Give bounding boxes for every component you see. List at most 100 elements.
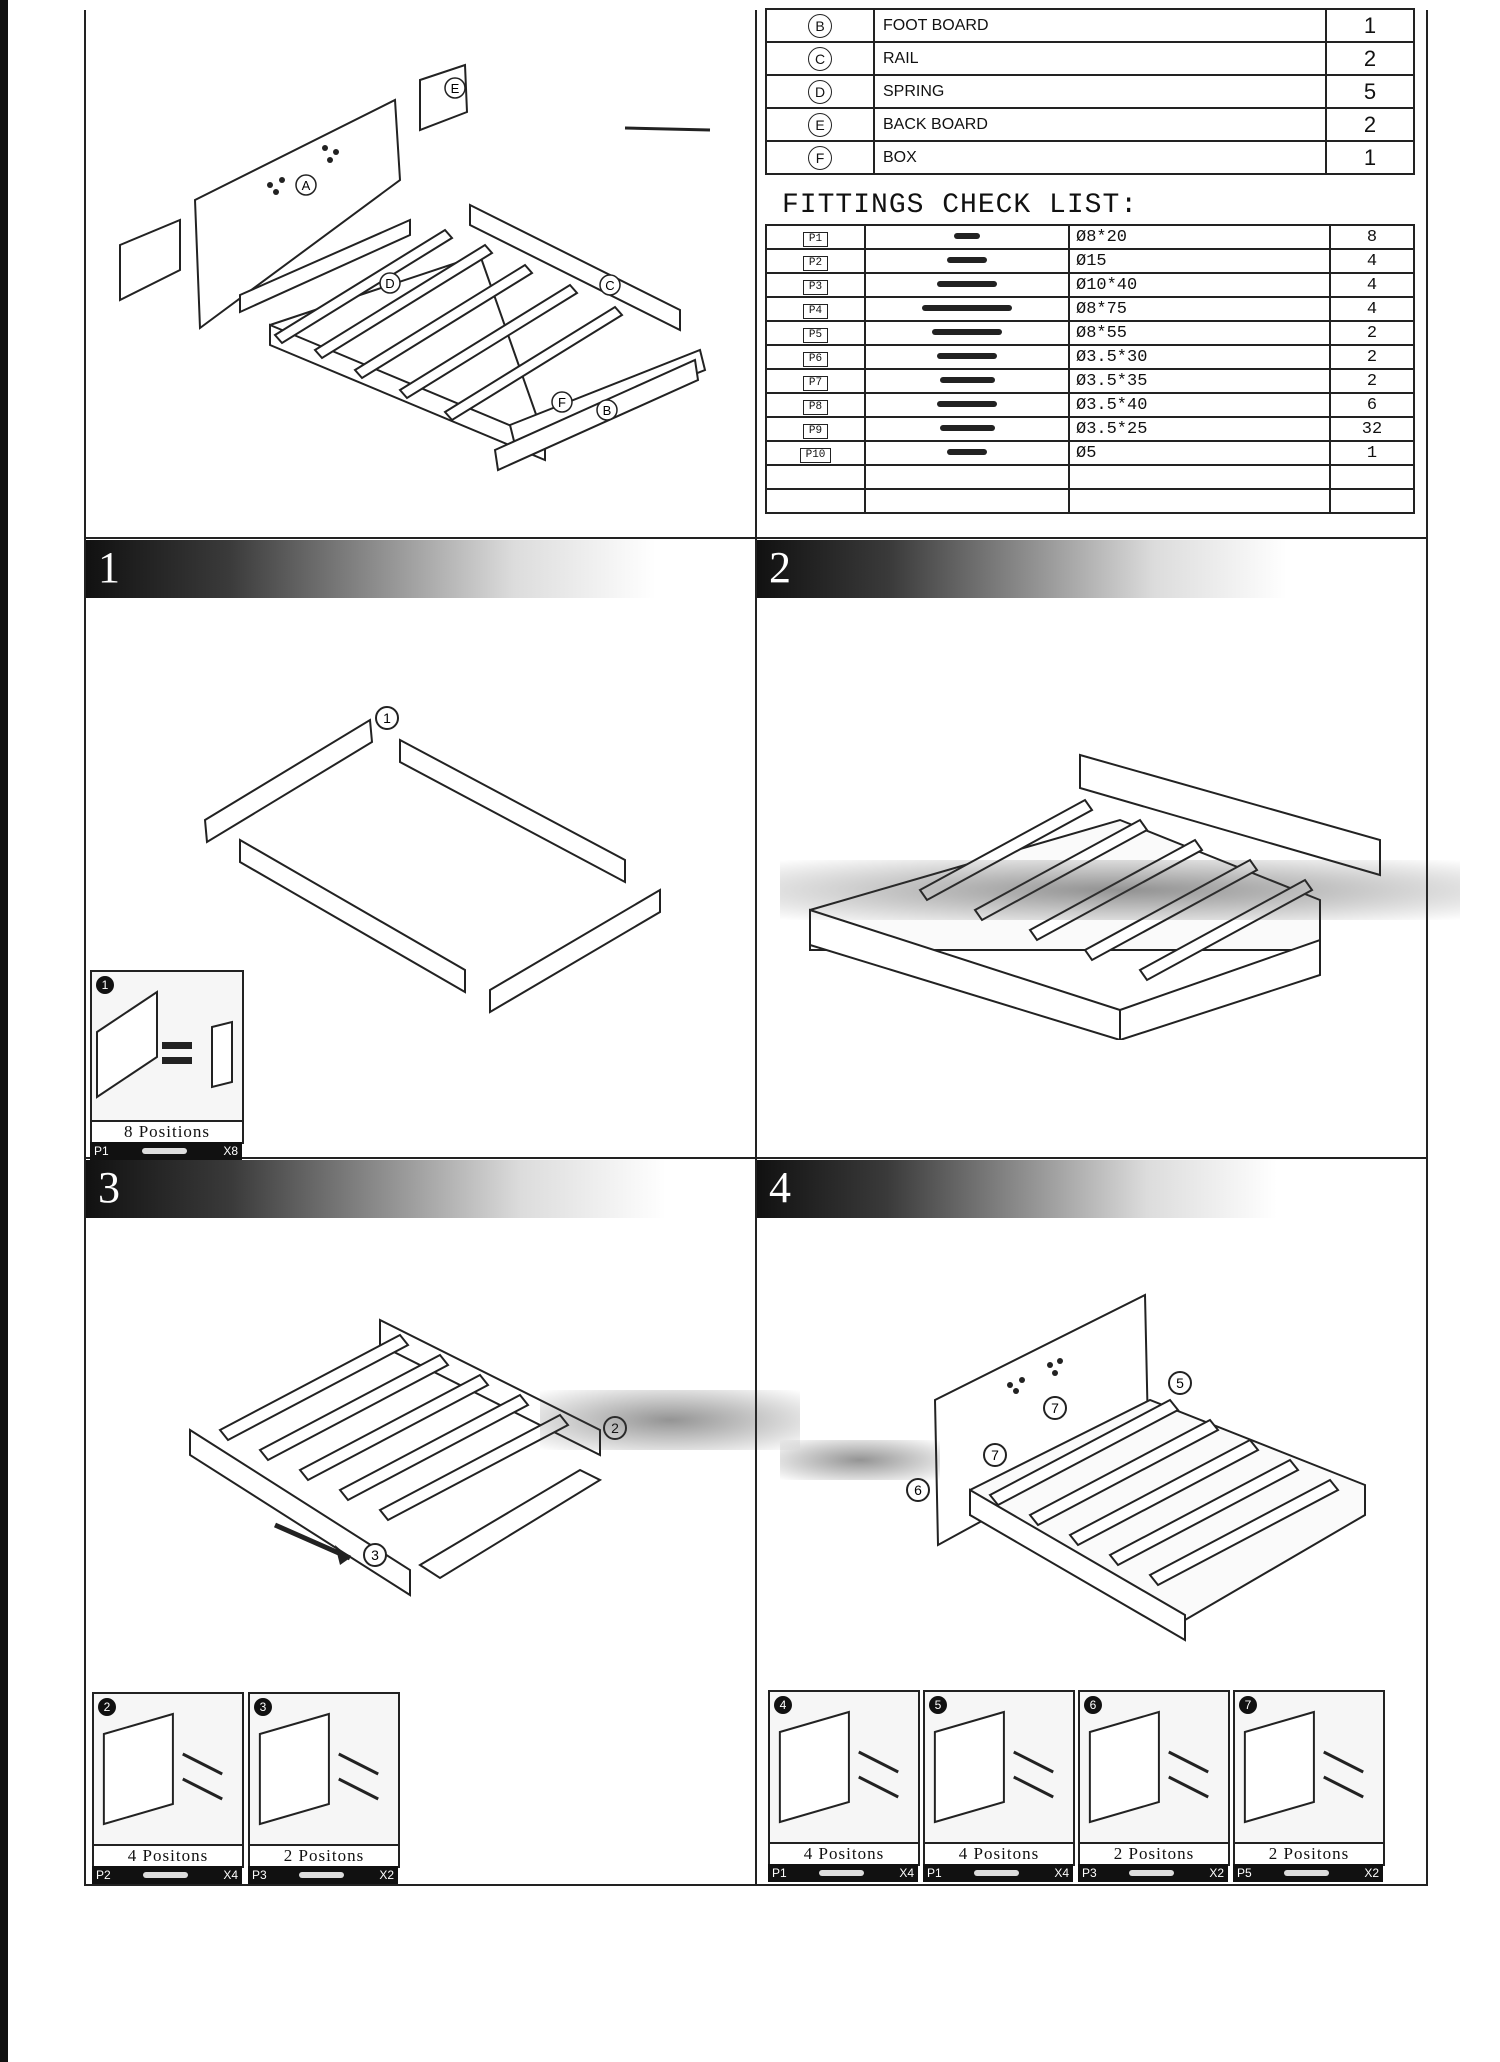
fitting-size: Ø3.5*40 [1068,392,1331,418]
fitting-qty: 1 [1329,440,1415,466]
fitting-qty: 2 [1329,368,1415,394]
part-letter: C [808,46,832,71]
detail-badge: 3 [254,1698,272,1716]
screw-icon [937,281,997,288]
fitting-strip: P3 X2 [1078,1864,1228,1882]
fitting-row: P7 Ø3.5*35 2 [765,368,1415,394]
part-name: BACK BOARD [873,107,1327,142]
step-number: 3 [98,1163,120,1212]
fitting-code: P8 [802,399,829,415]
label-A: A [302,178,311,193]
screw-icon [954,233,980,240]
fitting-size: Ø3.5*25 [1068,416,1331,442]
fitting-code: P3 [1082,1866,1097,1880]
part-qty: 1 [1325,8,1415,43]
screw-icon [922,305,1012,312]
screw-icon [939,425,995,432]
part-letter: D [808,79,832,104]
fitting-qty: 32 [1329,416,1415,442]
detail-badge: 5 [929,1696,947,1714]
part-name: SPRING [873,74,1327,109]
fitting-row: P4 Ø8*75 4 [765,296,1415,322]
detail-drawing [96,990,233,1099]
detail-drawing [258,1712,379,1826]
screw-icon [947,449,987,456]
fitting-code: P5 [1237,1866,1252,1880]
fitting-qty: 4 [1329,296,1415,322]
label-B: B [603,403,612,418]
callout-1: 1 [383,710,391,726]
bolt-icon [141,1148,188,1154]
fitting-code: P1 [772,1866,787,1880]
step-band-3: 3 [86,1160,666,1218]
fitting-code: P3 [802,279,829,295]
detail-label: 4 Positons [770,1842,918,1864]
scan-edge [0,0,8,2062]
label-D: D [385,276,394,291]
fitting-size: Ø3.5*30 [1068,344,1331,370]
scan-smudge [780,1440,940,1480]
fitting-row: P9 Ø3.5*25 32 [765,416,1415,442]
detail-badge: 2 [98,1698,116,1716]
fitting-count: X2 [1364,1866,1379,1880]
step-4-drawing: 5 7 7 6 [906,1293,1366,1642]
fitting-code: P10 [799,447,832,463]
step-band-1: 1 [86,540,656,598]
fitting-size: Ø10*40 [1068,272,1331,298]
exploded-view-drawing: A B C D E F [119,63,711,472]
callout-6: 6 [914,1482,922,1498]
fitting-count: X4 [1054,1866,1069,1880]
detail-box: 4 4 Positons [768,1690,920,1866]
bolt-icon [819,1870,864,1876]
fitting-size: Ø8*55 [1068,320,1331,346]
callout-7: 7 [991,1447,999,1463]
fitting-qty: 4 [1329,272,1415,298]
callout-5: 5 [1176,1375,1184,1391]
fitting-strip: P2 X4 [92,1866,242,1884]
fitting-size: Ø8*75 [1068,296,1331,322]
callout-3: 3 [371,1547,379,1563]
part-letter: B [808,13,832,38]
detail-box: 2 4 Positons [92,1692,244,1868]
fitting-code: P4 [802,303,829,319]
label-F: F [558,395,566,410]
parts-row: B FOOT BOARD 1 [765,8,1415,43]
part-qty: 2 [1325,41,1415,76]
fitting-code: P9 [802,423,829,439]
fitting-count: X4 [899,1866,914,1880]
step-number: 2 [769,543,791,592]
step-1-drawing: 1 [203,706,661,1014]
parts-row: D SPRING 5 [765,74,1415,109]
part-letter: E [808,112,832,137]
fitting-size: Ø5 [1068,440,1331,466]
fitting-row: P5 Ø8*55 2 [765,320,1415,346]
bolt-icon [1284,1870,1329,1876]
detail-label: 2 Positons [1080,1842,1228,1864]
fitting-code: P2 [802,255,829,271]
bolt-icon [299,1872,344,1878]
fitting-qty: 6 [1329,392,1415,418]
detail-label: 2 Positons [1235,1842,1383,1864]
fitting-row: P6 Ø3.5*30 2 [765,344,1415,370]
detail-label: 2 Positons [250,1844,398,1866]
fitting-code: P2 [96,1868,111,1882]
fitting-code: P7 [802,375,829,391]
scan-smudge [780,860,1460,920]
fitting-count: X2 [1209,1866,1224,1880]
part-qty: 1 [1325,140,1415,175]
fitting-count: X4 [223,1868,238,1882]
fitting-strip: P1 X4 [768,1864,918,1882]
detail-badge: 6 [1084,1696,1102,1714]
detail-label: 4 Positons [94,1844,242,1866]
part-letter: F [808,145,832,170]
fitting-code: P1 [802,231,829,247]
detail-drawing [102,1712,223,1826]
fitting-row: P8 Ø3.5*40 6 [765,392,1415,418]
empty-row [765,488,1415,514]
detail-badge: 1 [96,976,114,994]
detail-box: 1 8 Positions [90,970,244,1144]
detail-drawing [1243,1710,1364,1824]
fittings-title: FITTINGS CHECK LIST: [782,190,1139,221]
